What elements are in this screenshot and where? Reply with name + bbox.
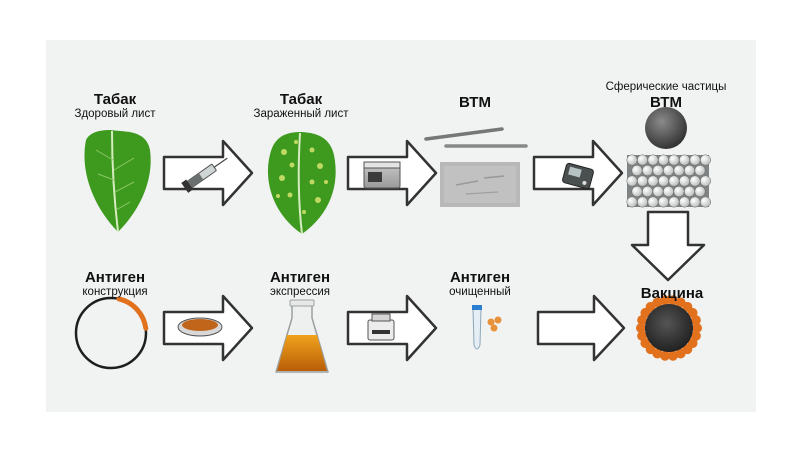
particle-ball: [673, 165, 685, 176]
particle-ball: [637, 196, 648, 208]
particle-ball: [668, 196, 680, 208]
particle-ball: [631, 165, 643, 176]
particle-ball: [626, 196, 638, 208]
antigen-bead: [660, 350, 671, 361]
antigen-bead: [690, 315, 701, 326]
antigen-bead: [667, 350, 678, 361]
particle-ball: [694, 186, 706, 197]
antigen-bead: [636, 323, 646, 333]
particle-ball: [663, 165, 674, 176]
step6-title: Антиген: [269, 269, 331, 286]
particle-ball: [700, 175, 711, 187]
spherical-particle-icon: [645, 107, 687, 149]
infected-leaf-icon: [267, 132, 336, 235]
step4-title: ВТМ: [650, 94, 682, 111]
particle-ball: [637, 175, 648, 187]
step2-subtitle: Зараженный лист: [253, 108, 349, 120]
step7-title: Антиген: [449, 269, 511, 286]
step7-subtitle: очищенный: [449, 286, 511, 298]
step1-title: Табак: [93, 91, 137, 108]
step4-subtitle: Сферические частицы: [605, 81, 727, 93]
arrow-down: [630, 210, 706, 282]
arrow-6: [536, 294, 626, 362]
step6-subtitle: экспрессия: [270, 286, 330, 298]
diagram-panel: [46, 40, 756, 412]
purification-device-icon: [367, 313, 395, 341]
particle-ball: [658, 154, 669, 166]
syringe-icon: [181, 157, 228, 193]
particle-ball: [689, 154, 701, 166]
particle-ball: [647, 175, 659, 187]
particle-ball: [673, 186, 685, 197]
tmv-micrograph-icon: [440, 162, 520, 207]
particle-ball: [658, 175, 669, 187]
particle-ball: [679, 175, 690, 187]
spherical-particles-cluster-icon: [626, 154, 711, 208]
particle-ball: [626, 175, 638, 187]
antigen-bead: [652, 297, 663, 308]
antigen-bead: [667, 295, 678, 306]
antigen-bead: [692, 323, 702, 333]
particle-ball: [642, 165, 653, 176]
particle-ball: [626, 154, 638, 166]
particle-ball: [652, 165, 664, 176]
particle-ball: [679, 154, 690, 166]
antigen-bead: [675, 348, 686, 359]
step1-subtitle: Здоровый лист: [74, 108, 156, 120]
particle-ball: [668, 175, 680, 187]
flask-icon: [275, 299, 329, 373]
tmv-rods-icon: [424, 127, 528, 148]
vaccine-particle-icon: [636, 295, 702, 361]
particle-ball: [684, 165, 695, 176]
centrifuge-icon: [363, 161, 401, 189]
particle-ball: [652, 186, 664, 197]
particle-ball: [679, 196, 690, 208]
particle-ball: [663, 186, 674, 197]
particle-ball: [694, 165, 706, 176]
particle-ball: [647, 196, 659, 208]
heating-device-icon: [562, 162, 594, 190]
healthy-leaf-icon: [84, 130, 151, 233]
particle-ball: [689, 175, 701, 187]
particle-ball: [689, 196, 701, 208]
antigen-bead: [637, 330, 648, 341]
petri-dish-icon: [177, 317, 223, 337]
particle-ball: [637, 154, 648, 166]
particle-ball: [658, 196, 669, 208]
antigen-bead: [660, 295, 671, 306]
antigen-pellets-icon: [487, 316, 502, 332]
particle-ball: [647, 154, 659, 166]
test-tube-icon: [472, 305, 482, 350]
particle-ball: [700, 154, 711, 166]
plasmid-ring-icon: [74, 296, 149, 370]
step8-title: Вакцина: [640, 285, 704, 302]
particle-ball: [668, 154, 680, 166]
particle-ball: [631, 186, 643, 197]
step3-title: ВТМ: [459, 94, 491, 111]
particle-ball: [642, 186, 653, 197]
particle-ball: [684, 186, 695, 197]
step2-title: Табак: [279, 91, 323, 108]
step5-title: Антиген: [84, 269, 146, 286]
step5-subtitle: конструкция: [82, 286, 148, 298]
particle-ball: [700, 196, 711, 208]
